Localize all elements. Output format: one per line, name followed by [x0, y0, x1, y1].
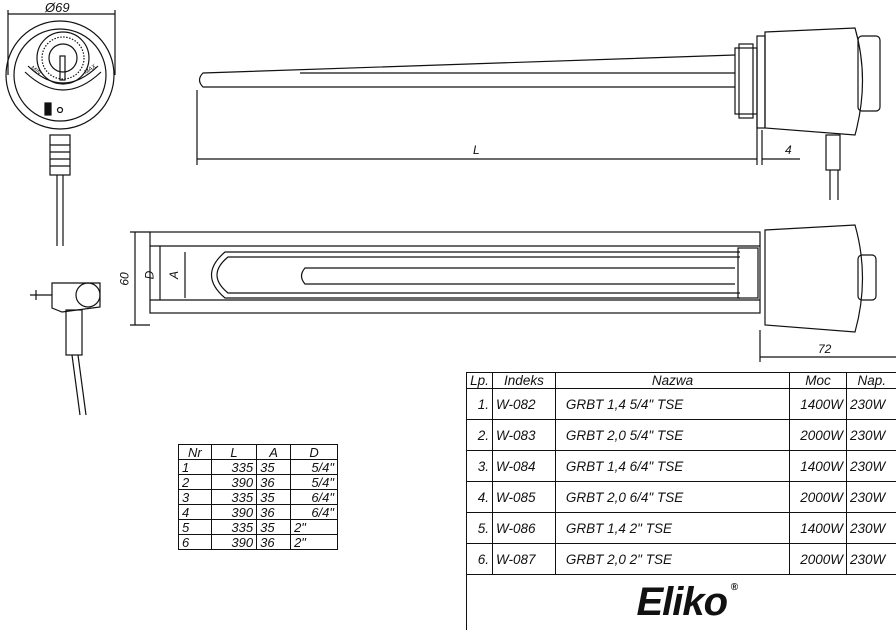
cell-nr: 1: [178, 459, 212, 475]
cell-l: 390: [210, 534, 258, 550]
cell-nr: 3: [178, 489, 212, 505]
cell-l: 335: [210, 489, 258, 505]
cell-a: 35: [256, 519, 292, 535]
d-label: D: [142, 270, 157, 280]
cell-indeks: W-087: [491, 543, 556, 575]
header-d: D: [290, 444, 338, 460]
cell-indeks: W-082: [491, 388, 556, 420]
cell-d: 5/4": [290, 474, 338, 490]
cell-nazwa: GRBT 2,0 6/4" TSE: [554, 481, 791, 513]
top-view: [196, 27, 881, 200]
cell-d: 2": [290, 534, 338, 550]
flange-width-label: 4: [785, 143, 792, 157]
cell-nazwa: GRBT 1,4 6/4" TSE: [554, 450, 791, 482]
eliko-logo: Eliko®: [636, 580, 738, 624]
cell-moc: 1400W: [789, 512, 847, 544]
cell-nazwa: GRBT 2,0 5/4" TSE: [554, 419, 791, 451]
cell-nazwa: GRBT 1,4 5/4" TSE: [554, 388, 791, 420]
cell-a: 36: [256, 474, 292, 490]
cell-moc: 2000W: [789, 481, 847, 513]
cell-indeks: W-085: [491, 481, 556, 513]
header-nr: Nr: [178, 444, 212, 460]
table-header-row: Nr L A D: [178, 444, 338, 460]
cell-moc: 1400W: [789, 450, 847, 482]
table-header-row: Lp. Indeks Nazwa Moc Nap.: [466, 372, 896, 389]
height-60-label: 60: [117, 272, 132, 286]
cell-a: 36: [256, 504, 292, 520]
width-72-label: 72: [818, 342, 832, 356]
cell-indeks: W-083: [491, 419, 556, 451]
length-label: L: [473, 143, 480, 157]
cell-lp: 5.: [466, 512, 493, 544]
cell-l: 335: [210, 459, 258, 475]
logo-text: Eliko: [636, 580, 728, 624]
header-lp: Lp.: [466, 372, 493, 389]
plug-view: [30, 282, 101, 416]
cell-nap: 230W: [846, 450, 896, 482]
header-l: L: [210, 444, 258, 460]
diameter-label: Ø69: [45, 0, 70, 15]
cell-nazwa: GRBT 2,0 2" TSE: [554, 543, 791, 575]
cell-nr: 2: [178, 474, 212, 490]
cell-nap: 230W: [846, 543, 896, 575]
cell-nap: 230W: [846, 388, 896, 420]
cell-moc: 2000W: [789, 543, 847, 575]
cell-a: 35: [256, 489, 292, 505]
cell-lp: 4.: [466, 481, 493, 513]
cell-moc: 1400W: [789, 388, 847, 420]
cell-l: 390: [210, 474, 258, 490]
cell-nr: 4: [178, 504, 212, 520]
cell-d: 6/4": [290, 504, 338, 520]
cell-indeks: W-084: [491, 450, 556, 482]
cell-lp: 1.: [466, 388, 493, 420]
header-indeks: Indeks: [491, 372, 556, 389]
header-nazwa: Nazwa: [554, 372, 791, 389]
cell-l: 335: [210, 519, 258, 535]
cell-nr: 5: [178, 519, 212, 535]
cell-nap: 230W: [846, 419, 896, 451]
logo-row: Eliko®: [466, 574, 896, 630]
header-a: A: [256, 444, 292, 460]
cell-nap: 230W: [846, 512, 896, 544]
cell-d: 2": [290, 519, 338, 535]
cell-lp: 3.: [466, 450, 493, 482]
registered-mark: ®: [730, 582, 738, 593]
cell-nap: 230W: [846, 481, 896, 513]
cell-moc: 2000W: [789, 419, 847, 451]
cell-lp: 2.: [466, 419, 493, 451]
cell-a: 36: [256, 534, 292, 550]
logo-cell: Eliko®: [466, 574, 896, 630]
cell-d: 6/4": [290, 489, 338, 505]
header-moc: Moc: [789, 372, 847, 389]
a-label: A: [167, 270, 182, 280]
side-view: [130, 224, 896, 362]
cell-l: 390: [210, 504, 258, 520]
cell-nr: 6: [178, 534, 212, 550]
header-nap: Nap.: [846, 372, 896, 389]
cell-a: 35: [256, 459, 292, 475]
cell-indeks: W-086: [491, 512, 556, 544]
front-view: [5, 10, 116, 246]
cell-d: 5/4": [290, 459, 338, 475]
cell-nazwa: GRBT 1,4 2" TSE: [554, 512, 791, 544]
cell-lp: 6.: [466, 543, 493, 575]
